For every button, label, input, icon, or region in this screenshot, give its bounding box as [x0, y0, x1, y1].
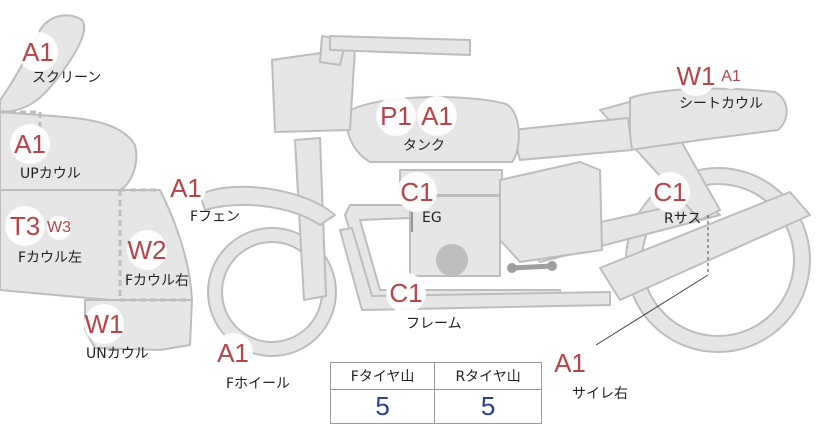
front-cowl-left-code-badge: T3	[5, 206, 45, 246]
front-cowl-left-label: Fカウル左	[18, 250, 83, 266]
handlebar-shape	[271, 47, 356, 133]
handlebar-bar	[329, 35, 471, 56]
upper-cowl-label: UPカウル	[20, 166, 81, 182]
rear-suspension-code-badge: C1	[650, 172, 690, 212]
front-wheel-label: Fホイール	[226, 376, 291, 392]
tire-tread-table: Fタイヤ山 Rタイヤ山 5 5	[329, 362, 542, 424]
engine-label: EG	[422, 210, 442, 226]
seat-cowl-label: シートカウル	[679, 96, 763, 112]
right-muffler-label: サイレ右	[572, 386, 628, 402]
engine-case	[499, 161, 603, 263]
muffler-shape	[599, 191, 811, 301]
front-wheel-code-badge: A1	[213, 333, 253, 373]
screen-code-badge: A1	[18, 32, 58, 72]
front-fender-label: Fフェン	[190, 209, 241, 225]
screen-seam	[0, 110, 42, 130]
engine-code-badge: C1	[397, 172, 437, 212]
under-cowl-label: UNカウル	[86, 346, 149, 362]
rear-suspension-label: Rサス	[664, 211, 702, 227]
right-muffler-code-badge: A1	[550, 343, 590, 383]
front-fender-code-badge: A1	[166, 168, 206, 208]
screen-label: スクリーン	[32, 70, 102, 86]
seat-shape	[511, 117, 633, 161]
rear-tire-value: 5	[434, 389, 542, 424]
seat-cowl-shape	[629, 87, 788, 151]
front-fender-shape	[199, 185, 336, 226]
tank-label: タンク	[403, 138, 445, 154]
footpeg	[509, 263, 555, 271]
front-cowl-right-label: Fカウル右	[125, 273, 190, 289]
front-cowl-right-code-badge: W2	[127, 230, 167, 270]
footpeg-end-right	[547, 261, 557, 271]
footpeg-end-left	[507, 263, 517, 273]
front-tire-value: 5	[329, 389, 436, 424]
front-tire-header: Fタイヤ山	[329, 362, 436, 390]
engine-sprocket	[436, 244, 468, 276]
rear-tire-header: Rタイヤ山	[434, 362, 542, 390]
frame-down-tube	[339, 227, 611, 311]
frame-label: フレーム	[406, 316, 462, 332]
tank-code-badge-2: A1	[417, 96, 457, 136]
front-cowl-seam	[118, 190, 190, 302]
seat-cowl-code-badge-2: A1	[719, 65, 743, 89]
under-cowl-code-badge: W1	[84, 304, 124, 344]
tank-code-badge: P1	[376, 96, 416, 136]
front-cowl-left-code-badge-2: W3	[47, 216, 71, 240]
upper-cowl-code-badge: A1	[10, 124, 50, 164]
muffler-leader-line	[595, 274, 709, 346]
seat-cowl-code-badge: W1	[676, 56, 716, 96]
frame-code-badge: C1	[386, 273, 426, 313]
